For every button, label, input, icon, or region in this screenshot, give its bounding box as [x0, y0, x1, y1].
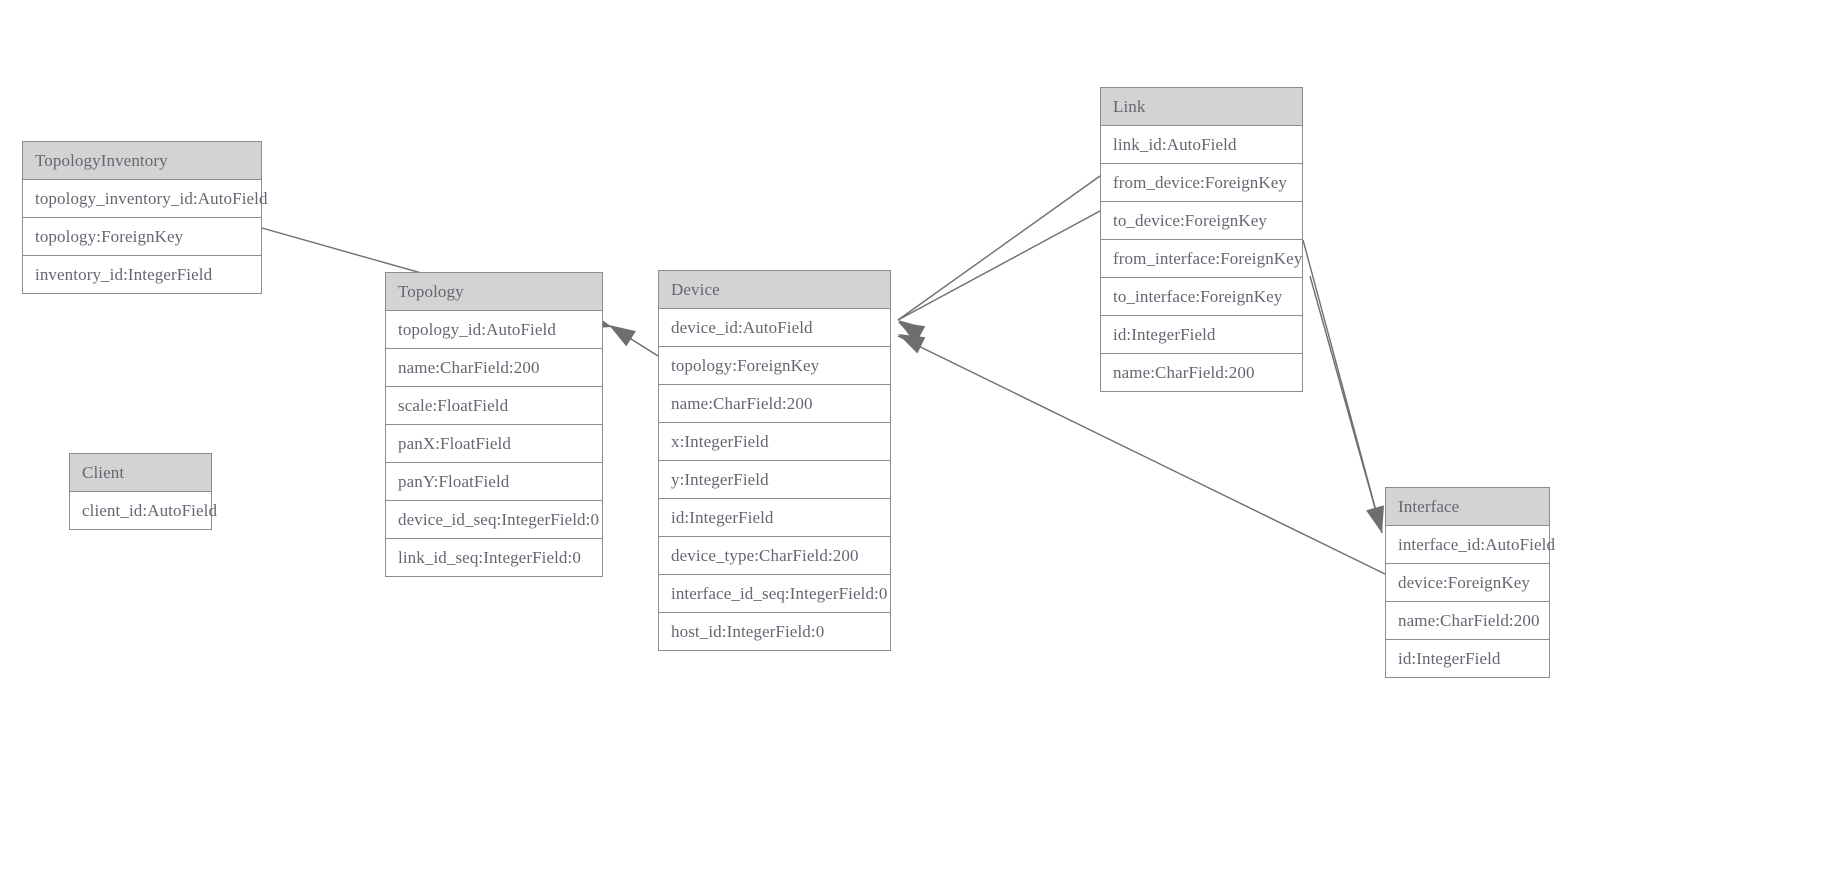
- entity-field[interactable]: to_device:ForeignKey: [1101, 202, 1302, 240]
- entity-field[interactable]: panX:FloatField: [386, 425, 602, 463]
- relationship-line: [611, 326, 659, 357]
- entity-field[interactable]: device_id:AutoField: [659, 309, 890, 347]
- entity-field[interactable]: topology:ForeignKey: [659, 347, 890, 385]
- entity-field[interactable]: interface_id_seq:IntegerField:0: [659, 575, 890, 613]
- relationship-line: [1309, 275, 1383, 534]
- entity-field[interactable]: id:IntegerField: [1386, 640, 1549, 677]
- entity-field[interactable]: client_id:AutoField: [70, 492, 217, 529]
- entity-field[interactable]: link_id_seq:IntegerField:0: [386, 539, 602, 576]
- arrowhead-icon: [898, 334, 926, 354]
- arrowhead-icon: [898, 320, 925, 343]
- entity-field[interactable]: id:IntegerField: [659, 499, 890, 537]
- entity-field[interactable]: interface_id:AutoField: [1386, 526, 1555, 564]
- relationship-line: [897, 175, 1101, 321]
- entity-field[interactable]: x:IntegerField: [659, 423, 890, 461]
- entity-field[interactable]: scale:FloatField: [386, 387, 602, 425]
- entity-title-link: Link: [1101, 88, 1302, 126]
- entity-field[interactable]: topology_inventory_id:AutoField: [23, 180, 267, 218]
- entity-field[interactable]: y:IntegerField: [659, 461, 890, 499]
- relationship-link-from-device: [897, 175, 1101, 343]
- entity-field[interactable]: name:CharField:200: [1386, 602, 1549, 640]
- entity-field[interactable]: from_interface:ForeignKey: [1101, 240, 1302, 278]
- relationship-link-from-interface: [1302, 239, 1384, 534]
- arrowhead-icon: [898, 322, 926, 343]
- relationship-device-topology: [609, 325, 659, 357]
- entity-field[interactable]: host_id:IntegerField:0: [659, 613, 890, 650]
- entity-field[interactable]: device:ForeignKey: [1386, 564, 1549, 602]
- entity-field[interactable]: link_id:AutoField: [1101, 126, 1302, 164]
- entity-field[interactable]: panY:FloatField: [386, 463, 602, 501]
- entity-title-device: Device: [659, 271, 890, 309]
- relationship-line: [1302, 239, 1383, 534]
- relationship-link-to-interface: [1309, 275, 1384, 534]
- relationship-link-to-device: [897, 210, 1101, 343]
- arrowhead-icon: [609, 325, 636, 347]
- entity-field[interactable]: name:CharField:200: [1101, 354, 1302, 391]
- entity-field[interactable]: from_device:ForeignKey: [1101, 164, 1302, 202]
- entity-title-topology: Topology: [386, 273, 602, 311]
- relationship-line: [897, 210, 1101, 321]
- entity-title-topologyinventory: TopologyInventory: [23, 142, 261, 180]
- entity-field[interactable]: device_type:CharField:200: [659, 537, 890, 575]
- entity-field[interactable]: name:CharField:200: [386, 349, 602, 387]
- entity-title-client: Client: [70, 454, 211, 492]
- entity-field[interactable]: inventory_id:IntegerField: [23, 256, 261, 293]
- entity-field[interactable]: topology_id:AutoField: [386, 311, 602, 349]
- entity-field[interactable]: device_id_seq:IntegerField:0: [386, 501, 602, 539]
- entity-field[interactable]: name:CharField:200: [659, 385, 890, 423]
- entity-field[interactable]: id:IntegerField: [1101, 316, 1302, 354]
- entity-field[interactable]: to_interface:ForeignKey: [1101, 278, 1302, 316]
- entity-field[interactable]: topology:ForeignKey: [23, 218, 261, 256]
- entity-title-interface: Interface: [1386, 488, 1549, 526]
